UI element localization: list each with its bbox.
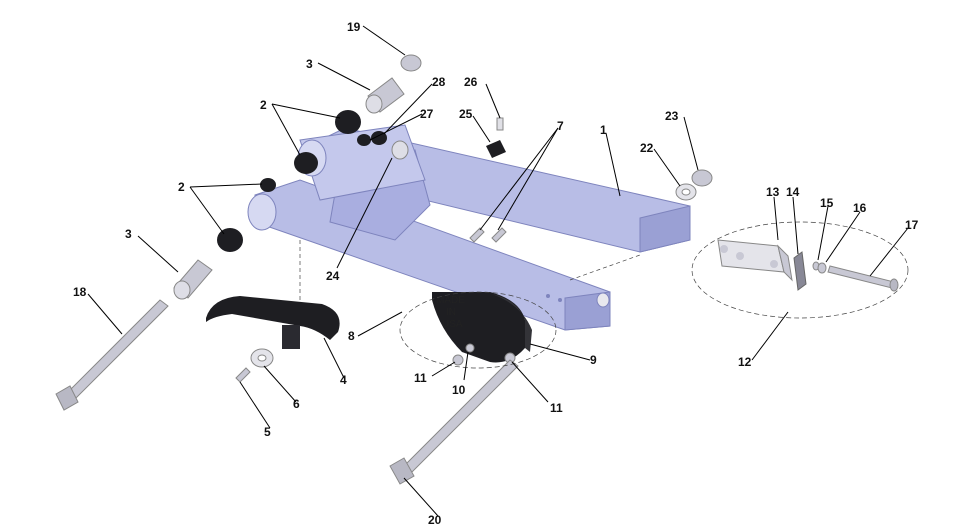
leader-lines	[87, 25, 909, 517]
bolt-part-20	[389, 359, 519, 485]
callout-16: 16	[853, 201, 867, 215]
callout-2-lower: 2	[178, 180, 185, 194]
chain-adjuster-assembly	[717, 239, 899, 292]
axle-nut-washer	[675, 169, 713, 201]
sprocket-guard-part: MADE IN USA	[432, 292, 532, 366]
callout-labels: 19 3 28 26 2 27 25 7 1 23 22 2 13 14 15 …	[73, 20, 919, 527]
callout-12: 12	[738, 355, 752, 369]
callout-17: 17	[905, 218, 919, 232]
callout-3-lower: 3	[125, 227, 132, 241]
callout-15: 15	[820, 196, 834, 210]
callout-2-upper: 2	[260, 98, 267, 112]
callout-23: 23	[665, 109, 679, 123]
stamp-line-2: IN	[446, 307, 456, 318]
callout-3-upper: 3	[306, 57, 313, 71]
callout-19: 19	[347, 20, 361, 34]
callout-1: 1	[600, 123, 607, 137]
callout-22: 22	[640, 141, 654, 155]
callout-24: 24	[326, 269, 340, 283]
stamp-line-1: MADE	[436, 295, 465, 306]
callout-11-right: 11	[550, 401, 563, 415]
callout-7: 7	[557, 119, 564, 133]
guard-hardware	[235, 348, 274, 383]
callout-28: 28	[432, 75, 446, 89]
callout-27: 27	[420, 107, 434, 121]
callout-9: 9	[590, 353, 597, 367]
callout-20: 20	[428, 513, 442, 527]
callout-10: 10	[452, 383, 466, 397]
callout-6: 6	[293, 397, 300, 411]
callout-14: 14	[786, 185, 800, 199]
pivot-hardware-lower	[55, 178, 276, 411]
callout-26: 26	[464, 75, 478, 89]
chain-guard-part	[206, 296, 340, 349]
bolts-part-7	[469, 227, 507, 243]
stamp-line-3: USA	[442, 319, 463, 330]
callout-11-left: 11	[414, 371, 427, 385]
callout-4: 4	[340, 373, 347, 387]
pivot-hardware-upper	[294, 54, 506, 174]
callout-13: 13	[766, 185, 780, 199]
assembly-outlines	[299, 221, 909, 369]
callout-25: 25	[459, 107, 473, 121]
callout-18: 18	[73, 285, 87, 299]
callout-5: 5	[264, 425, 271, 439]
callout-8: 8	[348, 329, 355, 343]
